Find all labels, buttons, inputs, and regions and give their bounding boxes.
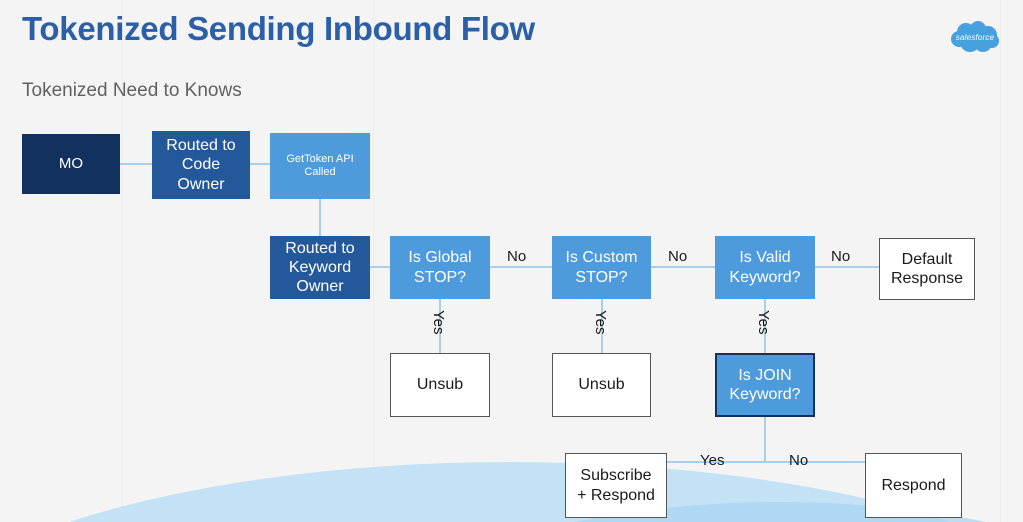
- node-label: Is Custom STOP?: [565, 249, 638, 286]
- node-is-join-keyword[interactable]: Is JOIN Keyword?: [715, 353, 815, 417]
- edge-label-global-stop-no: No: [507, 248, 527, 265]
- node-is-valid-keyword[interactable]: Is Valid Keyword?: [715, 236, 815, 299]
- node-label: Routed to Code Owner: [166, 137, 236, 193]
- node-label: Is Global STOP?: [408, 249, 472, 286]
- connector-global-stop-to-unsub: [439, 299, 441, 353]
- background-seam: [1000, 0, 1001, 522]
- cloud-icon: [951, 21, 999, 52]
- connector-valid-keyword-to-default-response: [815, 266, 879, 268]
- edge-label-global-stop-yes: Yes: [430, 310, 447, 335]
- edge-label-join-keyword-yes: Yes: [700, 452, 725, 469]
- node-subscribe-respond[interactable]: Subscribe + Respond: [565, 453, 667, 518]
- salesforce-logo: salesforce: [945, 18, 1005, 56]
- connector-custom-stop-to-valid-keyword: [651, 266, 715, 268]
- connector-custom-stop-to-unsub: [601, 299, 603, 353]
- node-label: MO: [58, 155, 84, 172]
- connector-mo-to-code-owner: [120, 163, 154, 165]
- node-routed-to-keyword-owner[interactable]: Routed to Keyword Owner: [270, 236, 370, 299]
- edge-label-valid-keyword-yes: Yes: [755, 310, 772, 335]
- connector-gettoken-to-keyword-owner: [319, 199, 321, 237]
- connector-global-stop-to-custom-stop: [490, 266, 552, 268]
- background-seam: [373, 0, 374, 522]
- node-label: Unsub: [578, 376, 625, 394]
- page-title: Tokenized Sending Inbound Flow: [22, 10, 535, 47]
- connector-keyword-owner-to-global-stop: [370, 266, 392, 268]
- node-label: Respond: [881, 476, 946, 494]
- edge-label-valid-keyword-no: No: [831, 248, 851, 265]
- node-label: Subscribe + Respond: [577, 467, 655, 504]
- node-respond[interactable]: Respond: [865, 453, 962, 518]
- node-unsub-global[interactable]: Unsub: [390, 353, 490, 417]
- node-routed-to-code-owner[interactable]: Routed to Code Owner: [152, 131, 250, 199]
- edge-label-join-keyword-no: No: [789, 452, 809, 469]
- node-label: Default Response: [890, 250, 964, 287]
- connector-code-owner-to-gettoken: [250, 163, 272, 165]
- node-label: Routed to Keyword Owner: [285, 239, 355, 296]
- node-label: Is Valid Keyword?: [729, 249, 801, 286]
- connector-valid-keyword-to-join-keyword: [764, 299, 766, 353]
- node-is-custom-stop[interactable]: Is Custom STOP?: [552, 236, 651, 299]
- node-mo[interactable]: MO: [22, 134, 120, 194]
- edge-label-custom-stop-no: No: [668, 248, 688, 265]
- node-label: GetToken API Called: [286, 152, 354, 178]
- connector-join-no-to-respond: [764, 461, 865, 463]
- background-seam: [122, 0, 123, 522]
- node-default-response[interactable]: Default Response: [879, 238, 975, 300]
- node-label: Unsub: [416, 376, 464, 394]
- page-subtitle: Tokenized Need to Knows: [22, 80, 242, 101]
- node-gettoken-api-called[interactable]: GetToken API Called: [270, 133, 370, 199]
- connector-join-yes-to-subscribe: [667, 461, 765, 463]
- node-label: Is JOIN Keyword?: [729, 366, 801, 403]
- connector-join-keyword-down: [764, 417, 766, 462]
- node-is-global-stop[interactable]: Is Global STOP?: [390, 236, 490, 299]
- edge-label-custom-stop-yes: Yes: [592, 310, 609, 335]
- node-unsub-custom[interactable]: Unsub: [552, 353, 651, 417]
